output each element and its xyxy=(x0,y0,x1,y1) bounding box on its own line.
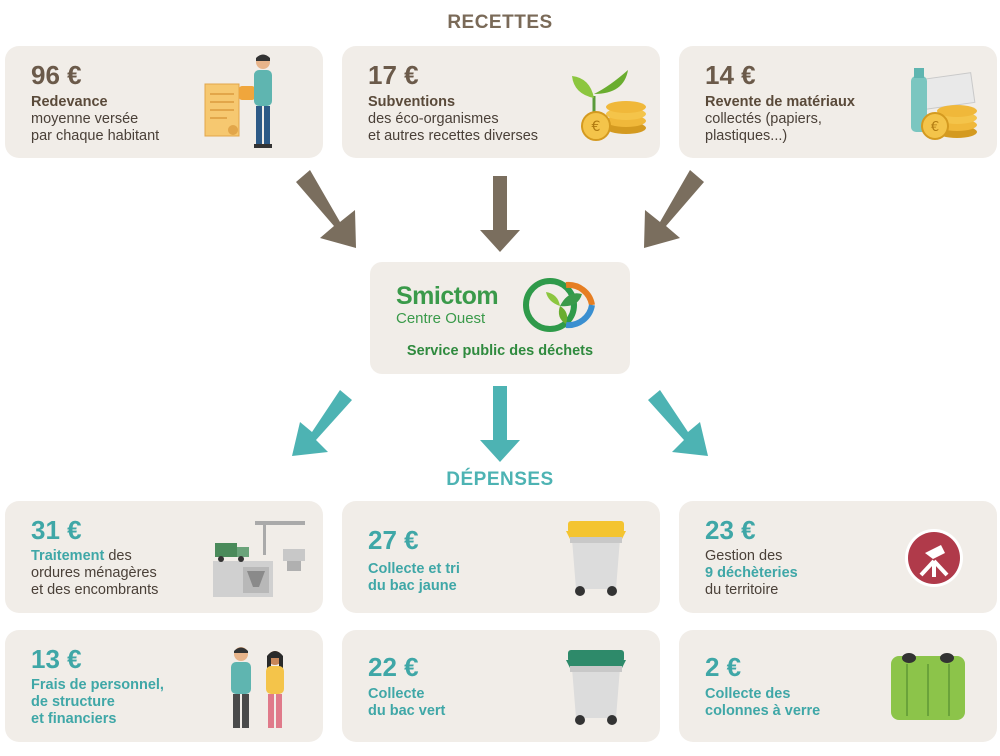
depense-card-decheteries: 23 € Gestion des 9 déchèteries du territ… xyxy=(679,501,997,613)
depense-card-verre: 2 € Collecte des colonnes à verre xyxy=(679,630,997,742)
card-text: Collecte et tri du bac jaune xyxy=(368,561,460,594)
card-text: Frais de personnel, de structure et fina… xyxy=(31,677,164,727)
depense-card-personnel: 13 € Frais de personnel, de structure et… xyxy=(5,630,323,742)
depense-card-bac-jaune: 27 € Collecte et tri du bac jaune xyxy=(342,501,660,613)
glass-container-icon xyxy=(891,653,965,720)
amount: 13 € xyxy=(31,644,82,674)
recette-card-redevance: 96 € Redevance moyenne versée par chaque… xyxy=(5,46,323,158)
card-text: Traitement des ordures ménagères et des … xyxy=(31,548,159,598)
depenses-title: DÉPENSES xyxy=(446,469,554,490)
depense-card-traitement: 31 € Traitement des ordures ménagères et… xyxy=(5,501,323,613)
card-text: Redevance moyenne versée par chaque habi… xyxy=(31,94,160,144)
arrow-in-right xyxy=(644,170,704,248)
yellow-bin-icon xyxy=(566,521,626,596)
card-text: Collecte des colonnes à verre xyxy=(705,686,821,719)
smictom-logo-icon xyxy=(523,278,595,332)
arrow-out-middle xyxy=(480,386,520,462)
amount: 23 € xyxy=(705,515,756,545)
amount: 14 € xyxy=(705,60,756,90)
amount: 31 € xyxy=(31,515,82,545)
green-bin-icon xyxy=(566,650,626,725)
treatment-plant-icon xyxy=(213,521,305,597)
arrow-out-right xyxy=(648,390,708,456)
logo-name: Smictom xyxy=(396,282,499,310)
card-text: Subventions des éco-organismes et autres… xyxy=(368,94,539,144)
card-text: Revente de matériaux collectés (papiers,… xyxy=(705,94,855,144)
logo-tagline: Service public des déchets xyxy=(406,343,594,359)
amount: 2 € xyxy=(705,652,742,682)
logo-subname: Centre Ouest xyxy=(396,310,486,327)
card-text: Gestion des 9 déchèteries du territoire xyxy=(705,548,798,598)
smictom-logo-block: Smictom Centre Ouest Service public des … xyxy=(370,262,630,374)
card-text: Collecte du bac vert xyxy=(368,686,446,719)
amount: 27 € xyxy=(368,525,419,555)
staff-people-icon xyxy=(231,647,284,728)
decheterie-sign-icon xyxy=(905,529,963,587)
amount: 17 € xyxy=(368,60,419,90)
recettes-title: RECETTES xyxy=(447,12,553,33)
arrow-out-left xyxy=(292,390,352,456)
bottle-coins-icon: € xyxy=(911,68,977,140)
person-with-bill-icon xyxy=(204,54,272,148)
arrow-in-left xyxy=(296,170,356,248)
arrow-in-middle xyxy=(480,176,520,252)
svg-text:€: € xyxy=(931,120,939,135)
depense-card-bac-vert: 22 € Collecte du bac vert xyxy=(342,630,660,742)
recette-card-subventions: 17 € Subventions des éco-organismes et a… xyxy=(342,46,660,158)
plant-coins-icon: € xyxy=(572,70,646,141)
amount: 22 € xyxy=(368,652,419,682)
amount: 96 € xyxy=(31,60,82,90)
svg-text:€: € xyxy=(592,119,601,135)
recette-card-revente: 14 € Revente de matériaux collectés (pap… xyxy=(679,46,997,158)
